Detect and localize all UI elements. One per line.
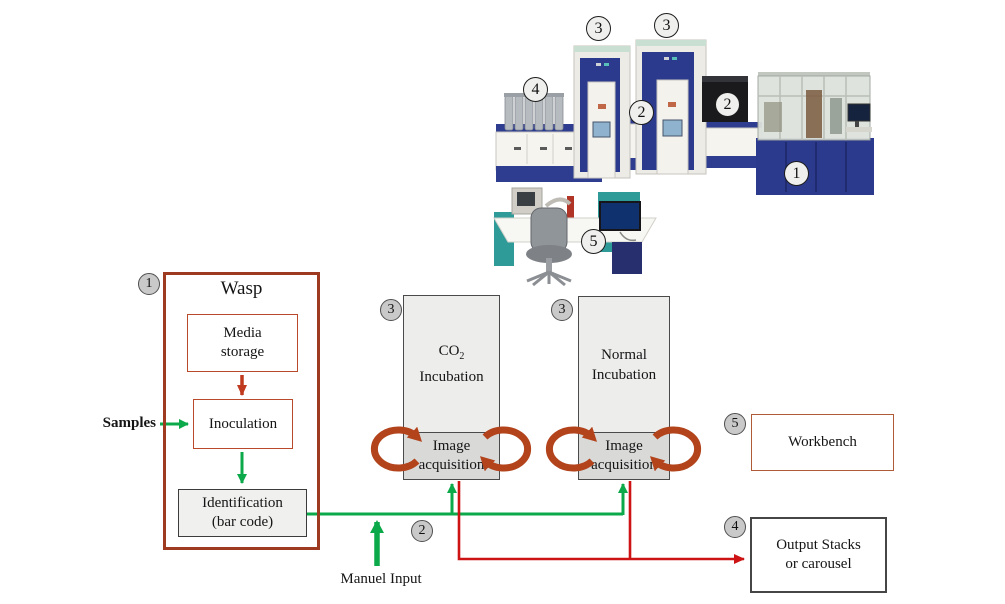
co2-incubation-box: CO2 Incubation Image acquisition (403, 295, 500, 480)
output-stacks-line1: Output Stacks (776, 537, 861, 553)
photo-badge-workbench: 5 (581, 229, 606, 254)
media-storage-line1: Media (223, 325, 262, 341)
badge-wasp: 1 (138, 273, 160, 295)
photo-badge-conveyor-right: 2 (715, 92, 740, 117)
identification-line2: (bar code) (211, 514, 274, 530)
inoculation-box: Inoculation (193, 399, 293, 449)
badge-co2-incubation: 3 (380, 299, 402, 321)
normal-incubation-box: Normal Incubation Image acquisition (578, 296, 670, 480)
photo-badge-co2-incubator: 3 (586, 16, 611, 41)
media-storage-box: Media storage (187, 314, 298, 372)
output-stacks-box: Output Stacks or carousel (750, 517, 887, 593)
co2-image-acquisition: Image acquisition (404, 432, 499, 479)
normal-image-acquisition: Image acquisition (579, 432, 669, 479)
badge-workbench: 5 (724, 413, 746, 435)
photo-badge-wasp-machine: 1 (784, 161, 809, 186)
output-stacks-line2: or carousel (785, 556, 852, 572)
workbench-box: Workbench (751, 414, 894, 471)
manual-input-label: Manuel Input (340, 571, 422, 587)
co2-image-acq-line1: Image (432, 438, 471, 454)
co2-image-acq-line2: acquisition (418, 457, 485, 473)
normal-image-acq-line2: acquisition (591, 457, 657, 473)
wasp-group-frame (163, 272, 320, 550)
photo-badge-normal-incubator: 3 (654, 13, 679, 38)
badge-normal-incubation: 3 (551, 299, 573, 321)
wasp-group-title: Wasp (220, 278, 263, 299)
co2-incubation-line2: Incubation (419, 369, 484, 385)
badge-output-stacks: 4 (724, 516, 746, 538)
normal-incubation-line2: Incubation (591, 366, 657, 383)
co2-formula: CO2 (438, 343, 465, 362)
badge-manual-input: 2 (411, 520, 433, 542)
normal-incubation-title: Normal Incubation (579, 297, 669, 432)
normal-image-acq-line1: Image (605, 438, 643, 454)
media-storage-line2: storage (220, 344, 265, 360)
identification-box: Identification (bar code) (178, 489, 307, 537)
normal-incubation-line1: Normal (601, 346, 647, 363)
inoculation-label: Inoculation (208, 415, 278, 432)
samples-label: Samples (102, 415, 156, 431)
photo-badge-conveyor-left: 2 (629, 100, 654, 125)
identification-line1: Identification (202, 495, 283, 511)
photo-badge-carousel: 4 (523, 77, 548, 102)
co2-incubation-title: CO2 Incubation (404, 296, 499, 432)
workbench-label: Workbench (788, 434, 857, 450)
